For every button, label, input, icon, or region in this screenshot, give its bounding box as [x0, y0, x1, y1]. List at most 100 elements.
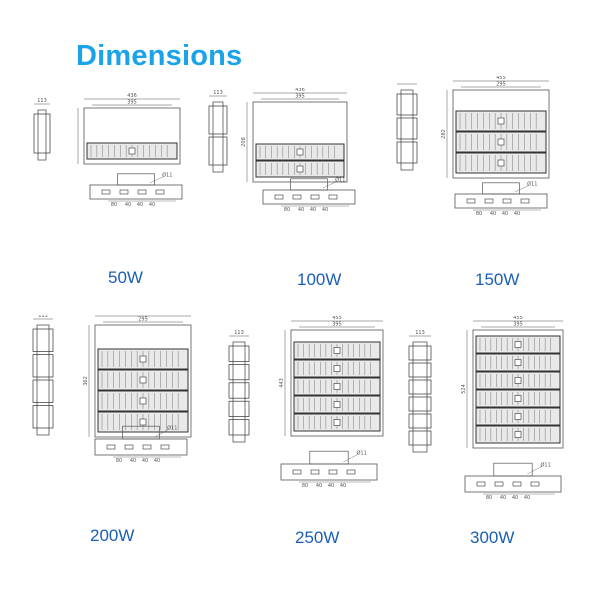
inner-dim-label-200w: 295 — [138, 317, 148, 323]
led-module-center-300w — [514, 431, 522, 438]
bracket-base-250w — [280, 463, 378, 481]
side-view-module-250w — [228, 382, 250, 399]
side-view-module-100w — [208, 136, 228, 166]
bracket-hole-label-150w: Ø11 — [527, 181, 537, 188]
spacing-label-200w: 40 — [154, 458, 160, 464]
side-view-module-300w — [408, 430, 432, 446]
side-view-module-200w — [32, 328, 54, 352]
side-dim-label-200w: 113 — [38, 315, 48, 319]
spacing-label-150w: 40 — [514, 211, 520, 217]
height-dim-label-250w: 443 — [279, 378, 285, 388]
width-dim-label-100w: 436 — [295, 88, 305, 93]
height-dim-label-200w: 362 — [83, 376, 89, 386]
bracket-base-150w — [454, 193, 548, 209]
bracket-slot-150w — [520, 198, 530, 204]
bracket-slot-200w — [106, 444, 116, 450]
bracket-slot-50w — [119, 189, 129, 195]
page-title: Dimensions — [76, 40, 243, 72]
height-dim-label-100w: 208 — [241, 137, 247, 147]
spacing-label-50w: 40 — [149, 202, 155, 208]
spacing-label-150w: 40 — [502, 211, 508, 217]
bracket-top-250w — [309, 450, 349, 465]
led-module-center-250w — [333, 365, 341, 372]
bracket-slot-300w — [512, 481, 522, 487]
spacing-label-200w: 80 — [116, 458, 122, 464]
side-view-module-300w — [408, 345, 432, 361]
variant-label-200w: 200W — [90, 526, 135, 545]
spacing-label-250w: 40 — [340, 483, 346, 489]
led-module-center-200w — [139, 397, 147, 405]
side-view-module-300w — [408, 396, 432, 412]
front-view-frame-200w — [94, 324, 192, 438]
side-view-body-50w — [37, 109, 47, 161]
side-view-module-300w — [408, 362, 432, 378]
inner-dim-label-250w: 395 — [332, 322, 342, 328]
inner-dim-label-100w: 395 — [295, 94, 305, 100]
bracket-hole-label-50w: Ø11 — [162, 172, 172, 179]
spacing-label-100w: 80 — [284, 207, 290, 213]
led-module-center-300w — [514, 341, 522, 348]
spacing-label-300w: 40 — [500, 495, 506, 501]
inner-dim-label-150w: 295 — [496, 82, 506, 88]
width-dim-label-150w: 455 — [496, 76, 506, 81]
bracket-hole-label-200w: Ø11 — [167, 424, 177, 431]
spacing-label-50w: 80 — [111, 202, 117, 208]
bracket-slot-300w — [530, 481, 540, 487]
led-module-center-300w — [514, 395, 522, 402]
bracket-slot-150w — [466, 198, 476, 204]
side-view-module-150w — [396, 117, 418, 140]
led-module-center-200w — [139, 376, 147, 384]
spacing-label-300w: 80 — [486, 495, 492, 501]
led-module-center-300w — [514, 413, 522, 420]
variant-label-100w: 100W — [297, 270, 342, 289]
side-view-module-250w — [228, 400, 250, 417]
bracket-slot-150w — [484, 198, 494, 204]
bracket-top-150w — [482, 182, 520, 195]
led-module-center-150w — [497, 159, 505, 167]
height-dim-label-150w: 282 — [441, 129, 447, 139]
width-dim-label-50w: 436 — [127, 93, 137, 99]
side-dim-label-50w: 113 — [37, 98, 47, 104]
bracket-base-50w — [89, 184, 183, 200]
side-dim-label-300w: 113 — [415, 330, 425, 336]
spacing-label-200w: 40 — [142, 458, 148, 464]
side-view-module-250w — [228, 419, 250, 436]
bracket-leader-150w — [514, 185, 529, 193]
led-module-center-250w — [333, 347, 341, 354]
spacing-label-150w: 80 — [476, 211, 482, 217]
bracket-hole-label-100w: Ø11 — [335, 177, 345, 184]
front-view-frame-50w — [83, 107, 181, 165]
inner-dim-label-50w: 395 — [127, 100, 137, 106]
side-view-module-300w — [408, 413, 432, 429]
side-view-module-150w — [396, 141, 418, 164]
led-module-center-200w — [139, 418, 147, 426]
variant-200w: 113455295362Ø1180404040 200W — [25, 315, 225, 605]
spacing-label-50w: 40 — [137, 202, 143, 208]
variant-label-50w: 50W — [108, 268, 143, 287]
bracket-slot-150w — [502, 198, 512, 204]
front-view-frame-250w — [290, 329, 384, 437]
bracket-base-300w — [464, 475, 562, 493]
bracket-leader-250w — [343, 454, 358, 463]
side-dim-label-100w: 113 — [213, 90, 223, 96]
bracket-top-300w — [493, 462, 533, 477]
spacing-label-300w: 40 — [512, 495, 518, 501]
bracket-hole-label-300w: Ø11 — [540, 461, 550, 468]
bracket-top-100w — [290, 178, 328, 191]
bracket-slot-200w — [142, 444, 152, 450]
spacing-label-50w: 40 — [125, 202, 131, 208]
spacing-label-150w: 40 — [490, 211, 496, 217]
front-view-frame-150w — [452, 89, 550, 179]
height-dim-label-300w: 524 — [461, 384, 467, 394]
led-module-center-300w — [514, 359, 522, 366]
bracket-slot-100w — [310, 194, 320, 200]
